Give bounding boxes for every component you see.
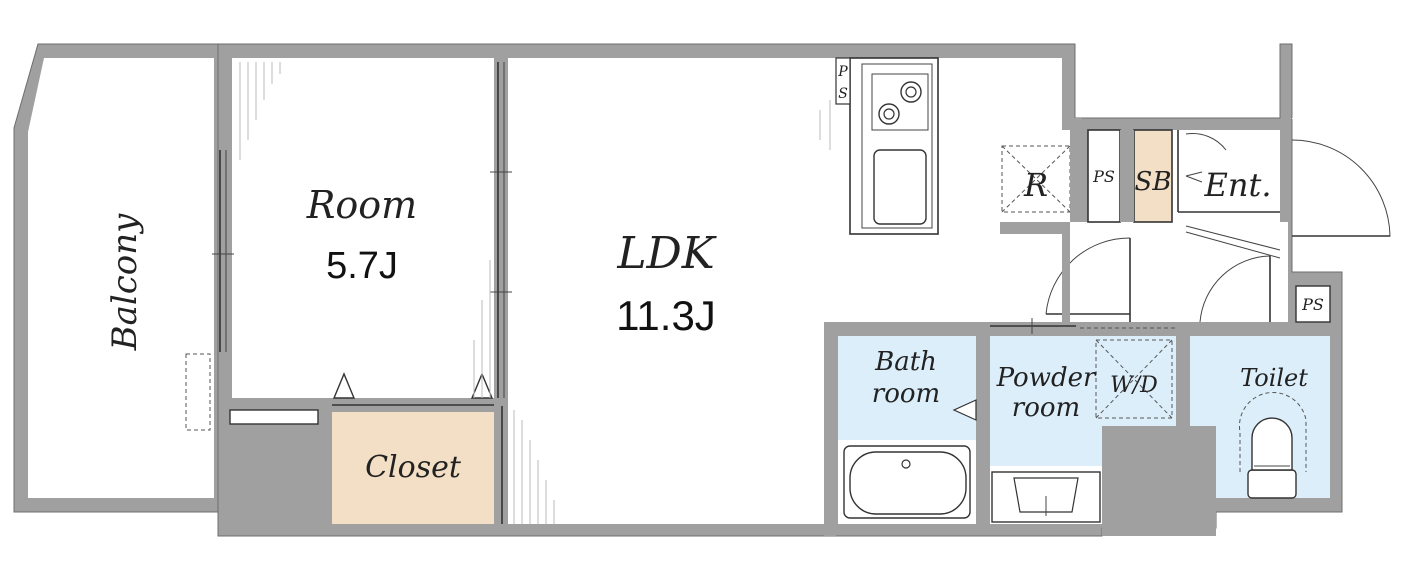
- pipe-space-label-1: PS: [1092, 167, 1115, 186]
- bath-label-line2: room: [872, 379, 940, 409]
- ldk-name-label: LDK: [616, 228, 716, 279]
- balcony-label: Balcony: [105, 213, 145, 352]
- ldk-size-label: 11.3J: [616, 292, 716, 339]
- fridge-label: R: [1023, 166, 1048, 204]
- bath-room-area: [838, 336, 976, 440]
- shoe-box-area: [1134, 130, 1172, 222]
- ps-p-label: P: [837, 64, 848, 80]
- powder-room-area: [990, 336, 1176, 426]
- powder-label-line2: room: [1012, 393, 1080, 423]
- toilet-area: [1190, 336, 1330, 426]
- wd-label: W/D: [1110, 373, 1158, 398]
- shoe-box-label: SB: [1135, 167, 1172, 197]
- closet-area: [332, 412, 494, 524]
- pipe-space-label-2: PS: [1301, 295, 1324, 314]
- entrance-label: Ent.: [1204, 166, 1272, 204]
- closet-label: Closet: [365, 450, 462, 485]
- toilet-label: Toilet: [1240, 364, 1308, 392]
- room-name-label: Room: [306, 183, 417, 227]
- ps-s-label: S: [838, 86, 848, 102]
- bath-label-line1: Bath: [874, 347, 937, 377]
- room-size-label: 5.7J: [326, 245, 398, 287]
- fixtures: [185, 57, 1391, 536]
- powder-label-line1: Powder: [996, 363, 1097, 393]
- labels: Balcony Room 5.7J LDK 11.3J Closet Bath …: [105, 64, 1324, 485]
